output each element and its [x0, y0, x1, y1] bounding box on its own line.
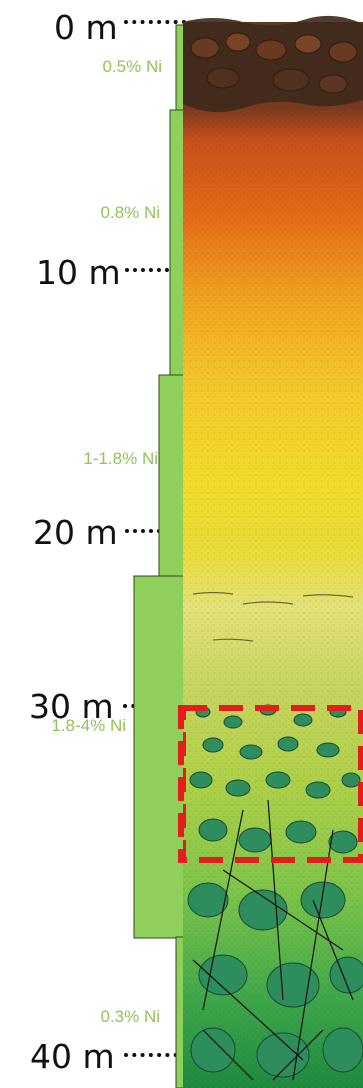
ni-label-0-3: 0.3% Ni — [100, 1007, 160, 1026]
depth-leader-40m — [124, 1053, 186, 1057]
bedrock-joints — [192, 799, 354, 1081]
ni-label-1-1-8: 1-1.8% Ni — [83, 449, 158, 468]
depth-label-40m: 40 m — [30, 1037, 115, 1076]
depth-leader-10m — [125, 268, 185, 272]
soil-profile-illustration — [183, 15, 363, 1088]
depth-label-20m: 20 m — [33, 513, 118, 552]
ferricrete-crust — [183, 15, 363, 113]
depth-leader-20m — [125, 529, 185, 533]
grade-bar-1-1-8 — [158, 374, 185, 578]
depth-label-10m: 10 m — [36, 253, 121, 292]
ni-label-0-5: 0.5% Ni — [102, 57, 162, 76]
depth-leader-0m — [124, 20, 186, 24]
saprock-nodules — [187, 704, 363, 1078]
depth-label-0m: 0 m — [54, 8, 118, 47]
highlight-box — [183, 705, 363, 863]
depth-label-30m: 30 m — [29, 687, 114, 726]
grade-bar-1-8-4 — [133, 575, 185, 939]
ni-label-1-8-4: 1.8-4% Ni — [51, 716, 126, 735]
ni-label-0-8: 0.8% Ni — [100, 203, 160, 222]
